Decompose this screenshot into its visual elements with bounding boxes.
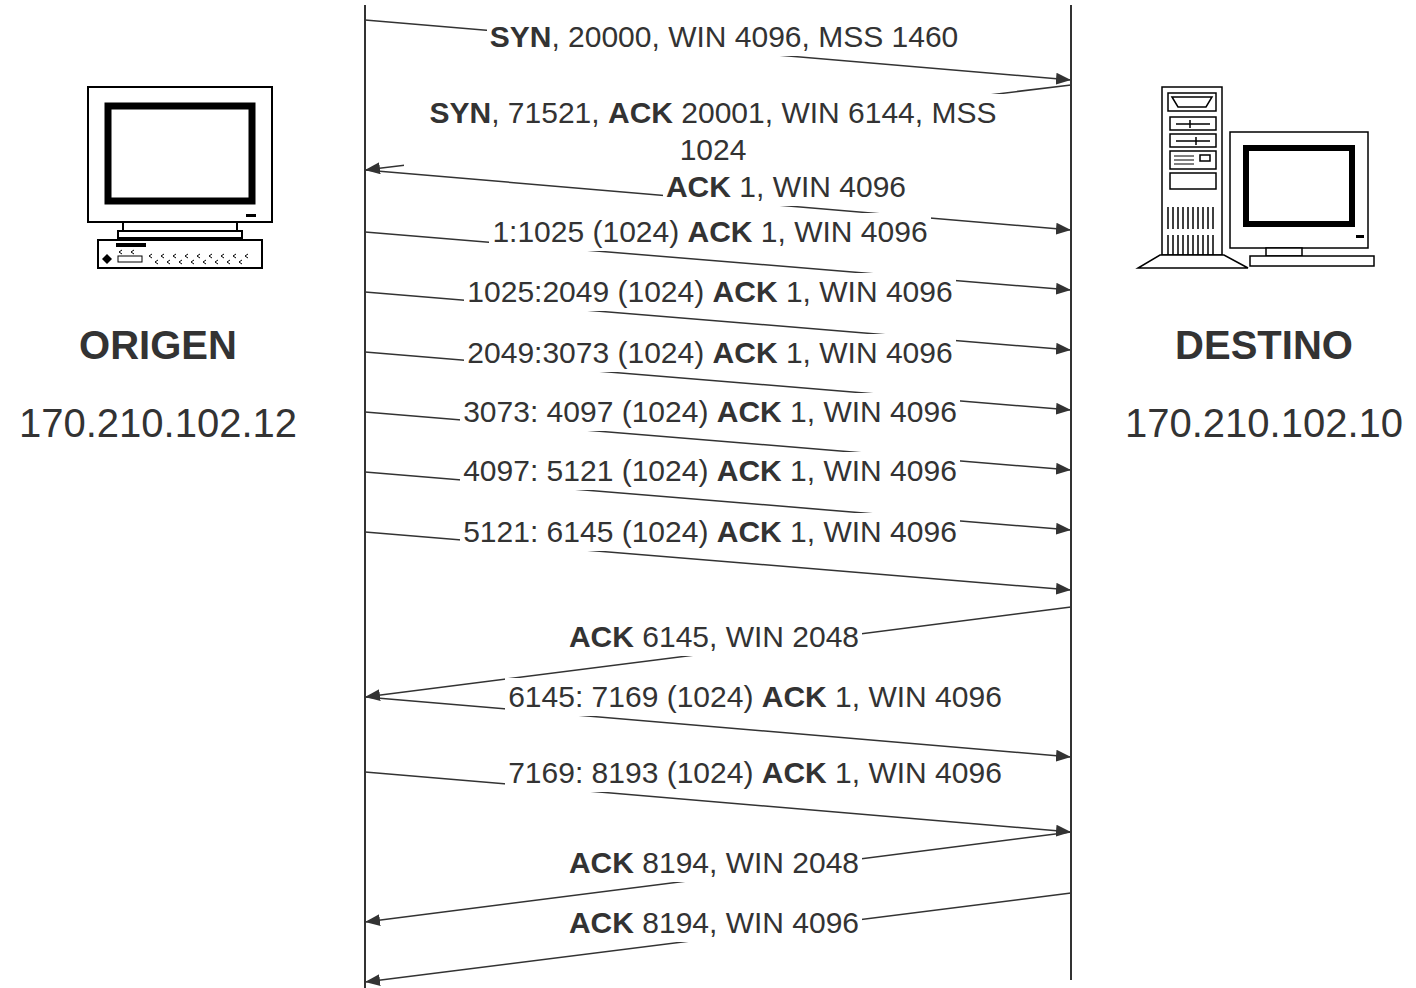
- server-computer-icon: [1138, 87, 1374, 268]
- message-label: ACK 8194, WIN 4096: [566, 904, 862, 942]
- message-label: 1025:2049 (1024) ACK 1, WIN 4096: [464, 273, 955, 311]
- message-label: ACK 8194, WIN 2048: [566, 844, 862, 882]
- message-label: SYN, 20000, WIN 4096, MSS 1460: [487, 18, 962, 56]
- message-label: 7169: 8193 (1024) ACK 1, WIN 4096: [505, 754, 1005, 792]
- host-lifeline: ORIGEN 170.210.102.12: [0, 5, 366, 988]
- message-label: 6145: 7169 (1024) ACK 1, WIN 4096: [505, 678, 1005, 716]
- desktop-computer-icon: [88, 87, 272, 268]
- host-lifeline: DESTINO 170.210.102.10: [1070, 5, 1416, 980]
- host-name: DESTINO: [1175, 321, 1353, 369]
- host-name: ORIGEN: [79, 321, 237, 369]
- message-label: 3073: 4097 (1024) ACK 1, WIN 4096: [460, 393, 960, 431]
- ip-address: 170.210.102.10: [1125, 399, 1403, 447]
- message-arrow: [365, 893, 1071, 982]
- message-label: SYN, 71521, ACK 20001, WIN 6144, MSS 102…: [404, 94, 1022, 169]
- ip-address: 170.210.102.12: [19, 399, 297, 447]
- message-label: 5121: 6145 (1024) ACK 1, WIN 4096: [460, 513, 960, 551]
- message-arrow: [365, 85, 1071, 170]
- message-label: 1:1025 (1024) ACK 1, WIN 4096: [489, 213, 930, 251]
- message-label: ACK 6145, WIN 2048: [566, 618, 862, 656]
- message-label: 2049:3073 (1024) ACK 1, WIN 4096: [464, 334, 955, 372]
- message-label: ACK 1, WIN 4096: [663, 168, 909, 206]
- message-label: 4097: 5121 (1024) ACK 1, WIN 4096: [460, 452, 960, 490]
